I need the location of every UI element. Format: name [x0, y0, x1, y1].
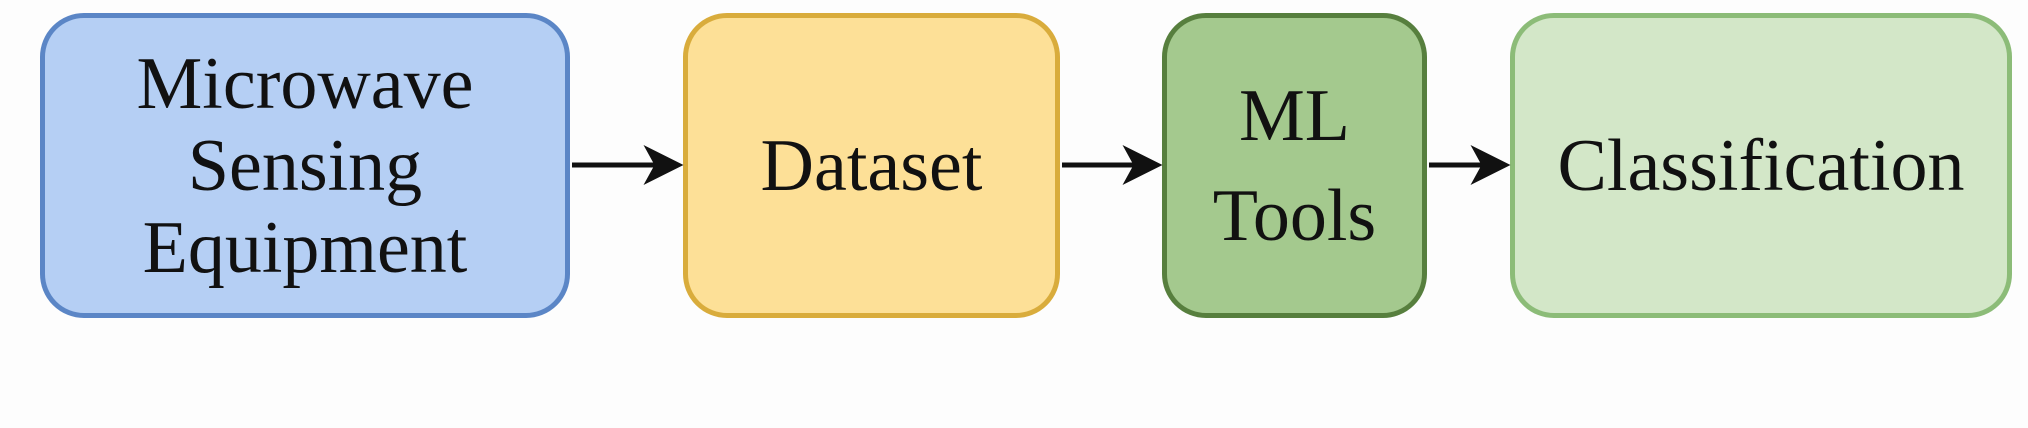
node-label: Classification [1557, 124, 1965, 207]
node-classification: Classification [1510, 13, 2012, 318]
node-label: Dataset [760, 124, 983, 207]
node-label: Microwave Sensing Equipment [136, 42, 474, 289]
node-microwave-sensing-equipment: Microwave Sensing Equipment [40, 13, 570, 318]
node-dataset: Dataset [683, 13, 1060, 318]
node-ml-tools: ML Tools [1162, 13, 1427, 318]
node-label: ML Tools [1212, 74, 1377, 257]
